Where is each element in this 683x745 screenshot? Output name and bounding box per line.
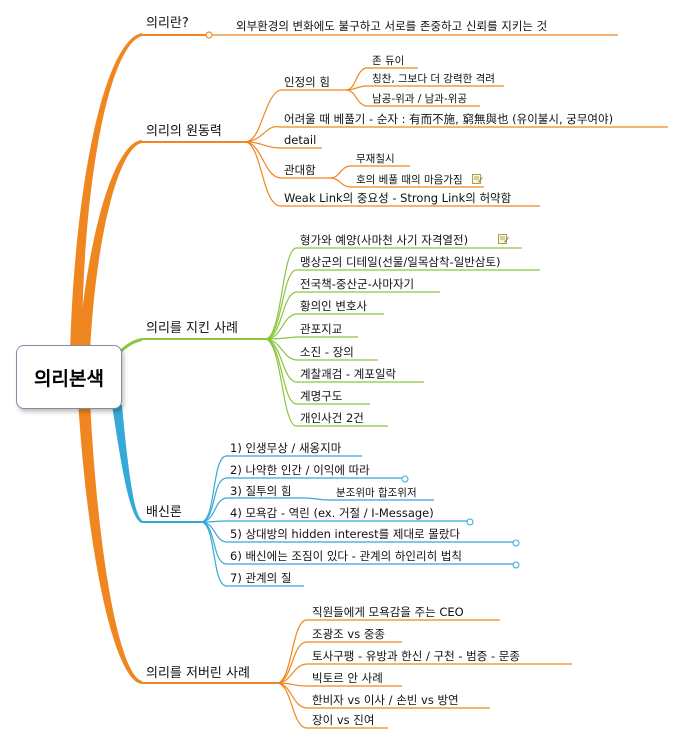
topic-green-5[interactable]: 관포지교 <box>300 322 343 336</box>
note-icon[interactable] <box>498 234 509 244</box>
topic-blue-7[interactable]: 7) 관계의 질 <box>230 571 292 585</box>
topic-mindset[interactable]: 호의 베풀 때의 마음가짐 <box>356 174 463 186</box>
topic-xunzi[interactable]: 어려울 때 베풀기 - 순자 : 有而不施, 窮無與也 (유이불시, 궁무여야) <box>284 112 614 126</box>
branch-kept-cases[interactable]: 의리를 지킨 사례 <box>146 321 238 336</box>
topic-blue-6[interactable]: 6) 배신에는 조짐이 있다 - 관계의 하인리히 법칙 <box>230 549 462 563</box>
topic-definition-text[interactable]: 외부환경의 변화에도 불구하고 서로를 존중하고 신뢰를 지키는 것 <box>236 19 548 33</box>
topic-namgong[interactable]: 남공-위과 / 남과-위공 <box>372 93 468 105</box>
branch-connector-green <box>120 338 142 354</box>
root-topic[interactable]: 의리본색 <box>16 345 122 409</box>
topic-broken-1[interactable]: 직원들에게 모욕감을 주는 CEO <box>312 605 464 619</box>
branch-driving-force[interactable]: 의리의 원동력 <box>146 124 222 139</box>
topic-blue-1[interactable]: 1) 인생무상 / 새옹지마 <box>230 441 342 455</box>
topic-green-9[interactable]: 개인사건 2건 <box>300 411 364 425</box>
topic-broken-3[interactable]: 토사구팽 - 유방과 한신 / 구천 - 범증 - 문종 <box>312 649 520 663</box>
topic-praise[interactable]: 칭찬, 그보다 더 강력한 격려 <box>372 73 495 85</box>
topic-blue-5[interactable]: 5) 상대방의 hidden interest를 제대로 몰랐다 <box>230 527 461 541</box>
topic-broken-6[interactable]: 장이 vs 진여 <box>312 713 375 727</box>
branch-connector-blue <box>112 405 142 523</box>
topic-broken-4[interactable]: 빅토르 안 사례 <box>312 671 383 685</box>
topic-green-3[interactable]: 전국책-중산군-사마자기 <box>300 277 415 291</box>
level2-connectors-blue <box>142 455 514 587</box>
topic-green-4[interactable]: 황의인 변호사 <box>300 299 368 313</box>
topic-green-1[interactable]: 형가와 예양(사마천 사기 자격열전) <box>300 233 469 247</box>
topic-green-2[interactable]: 맹상군의 디테일(선물/일목삼착-일반삼토) <box>300 255 501 269</box>
level1-underlines-orange <box>142 34 278 684</box>
topic-mujae[interactable]: 무재칠시 <box>356 153 395 165</box>
topic-john-dewey[interactable]: 존 듀이 <box>372 55 405 67</box>
topic-detail[interactable]: detail <box>284 133 317 147</box>
topic-broken-5[interactable]: 한비자 vs 이사 / 손빈 vs 방연 <box>312 693 459 707</box>
topic-broken-2[interactable]: 조광조 vs 중종 <box>312 627 386 641</box>
branch-broken-cases[interactable]: 의리를 저버린 사례 <box>146 666 250 681</box>
topic-blue-3[interactable]: 3) 질투의 힘 <box>230 484 292 498</box>
topic-blue-4[interactable]: 4) 모욕감 - 역린 (ex. 거절 / I-Message) <box>230 506 434 520</box>
topic-blue-3-sub[interactable]: 분조위마 합조위저 <box>336 487 417 499</box>
branch-definition[interactable]: 의리란? <box>146 16 189 31</box>
level2-connectors-green <box>142 247 540 427</box>
topic-blue-2[interactable]: 2) 나약한 인간 / 이익에 따라 <box>230 463 370 477</box>
topic-weak-link[interactable]: Weak Link의 중요성 - Strong Link의 허약함 <box>284 191 512 205</box>
topic-green-6[interactable]: 소진 - 장의 <box>300 345 354 359</box>
branch-betrayal[interactable]: 배신론 <box>146 505 182 520</box>
topic-generosity[interactable]: 관대함 <box>284 163 316 177</box>
topic-green-7[interactable]: 계찰괘검 - 계포일락 <box>300 367 397 381</box>
topic-recognition[interactable]: 인정의 힘 <box>284 75 330 89</box>
topic-green-8[interactable]: 계명구도 <box>300 389 343 403</box>
branch-connectors-orange <box>70 33 142 684</box>
level2-connectors-orange <box>205 31 668 729</box>
collapse-markers-blue <box>401 475 520 569</box>
note-icon[interactable] <box>472 174 483 184</box>
